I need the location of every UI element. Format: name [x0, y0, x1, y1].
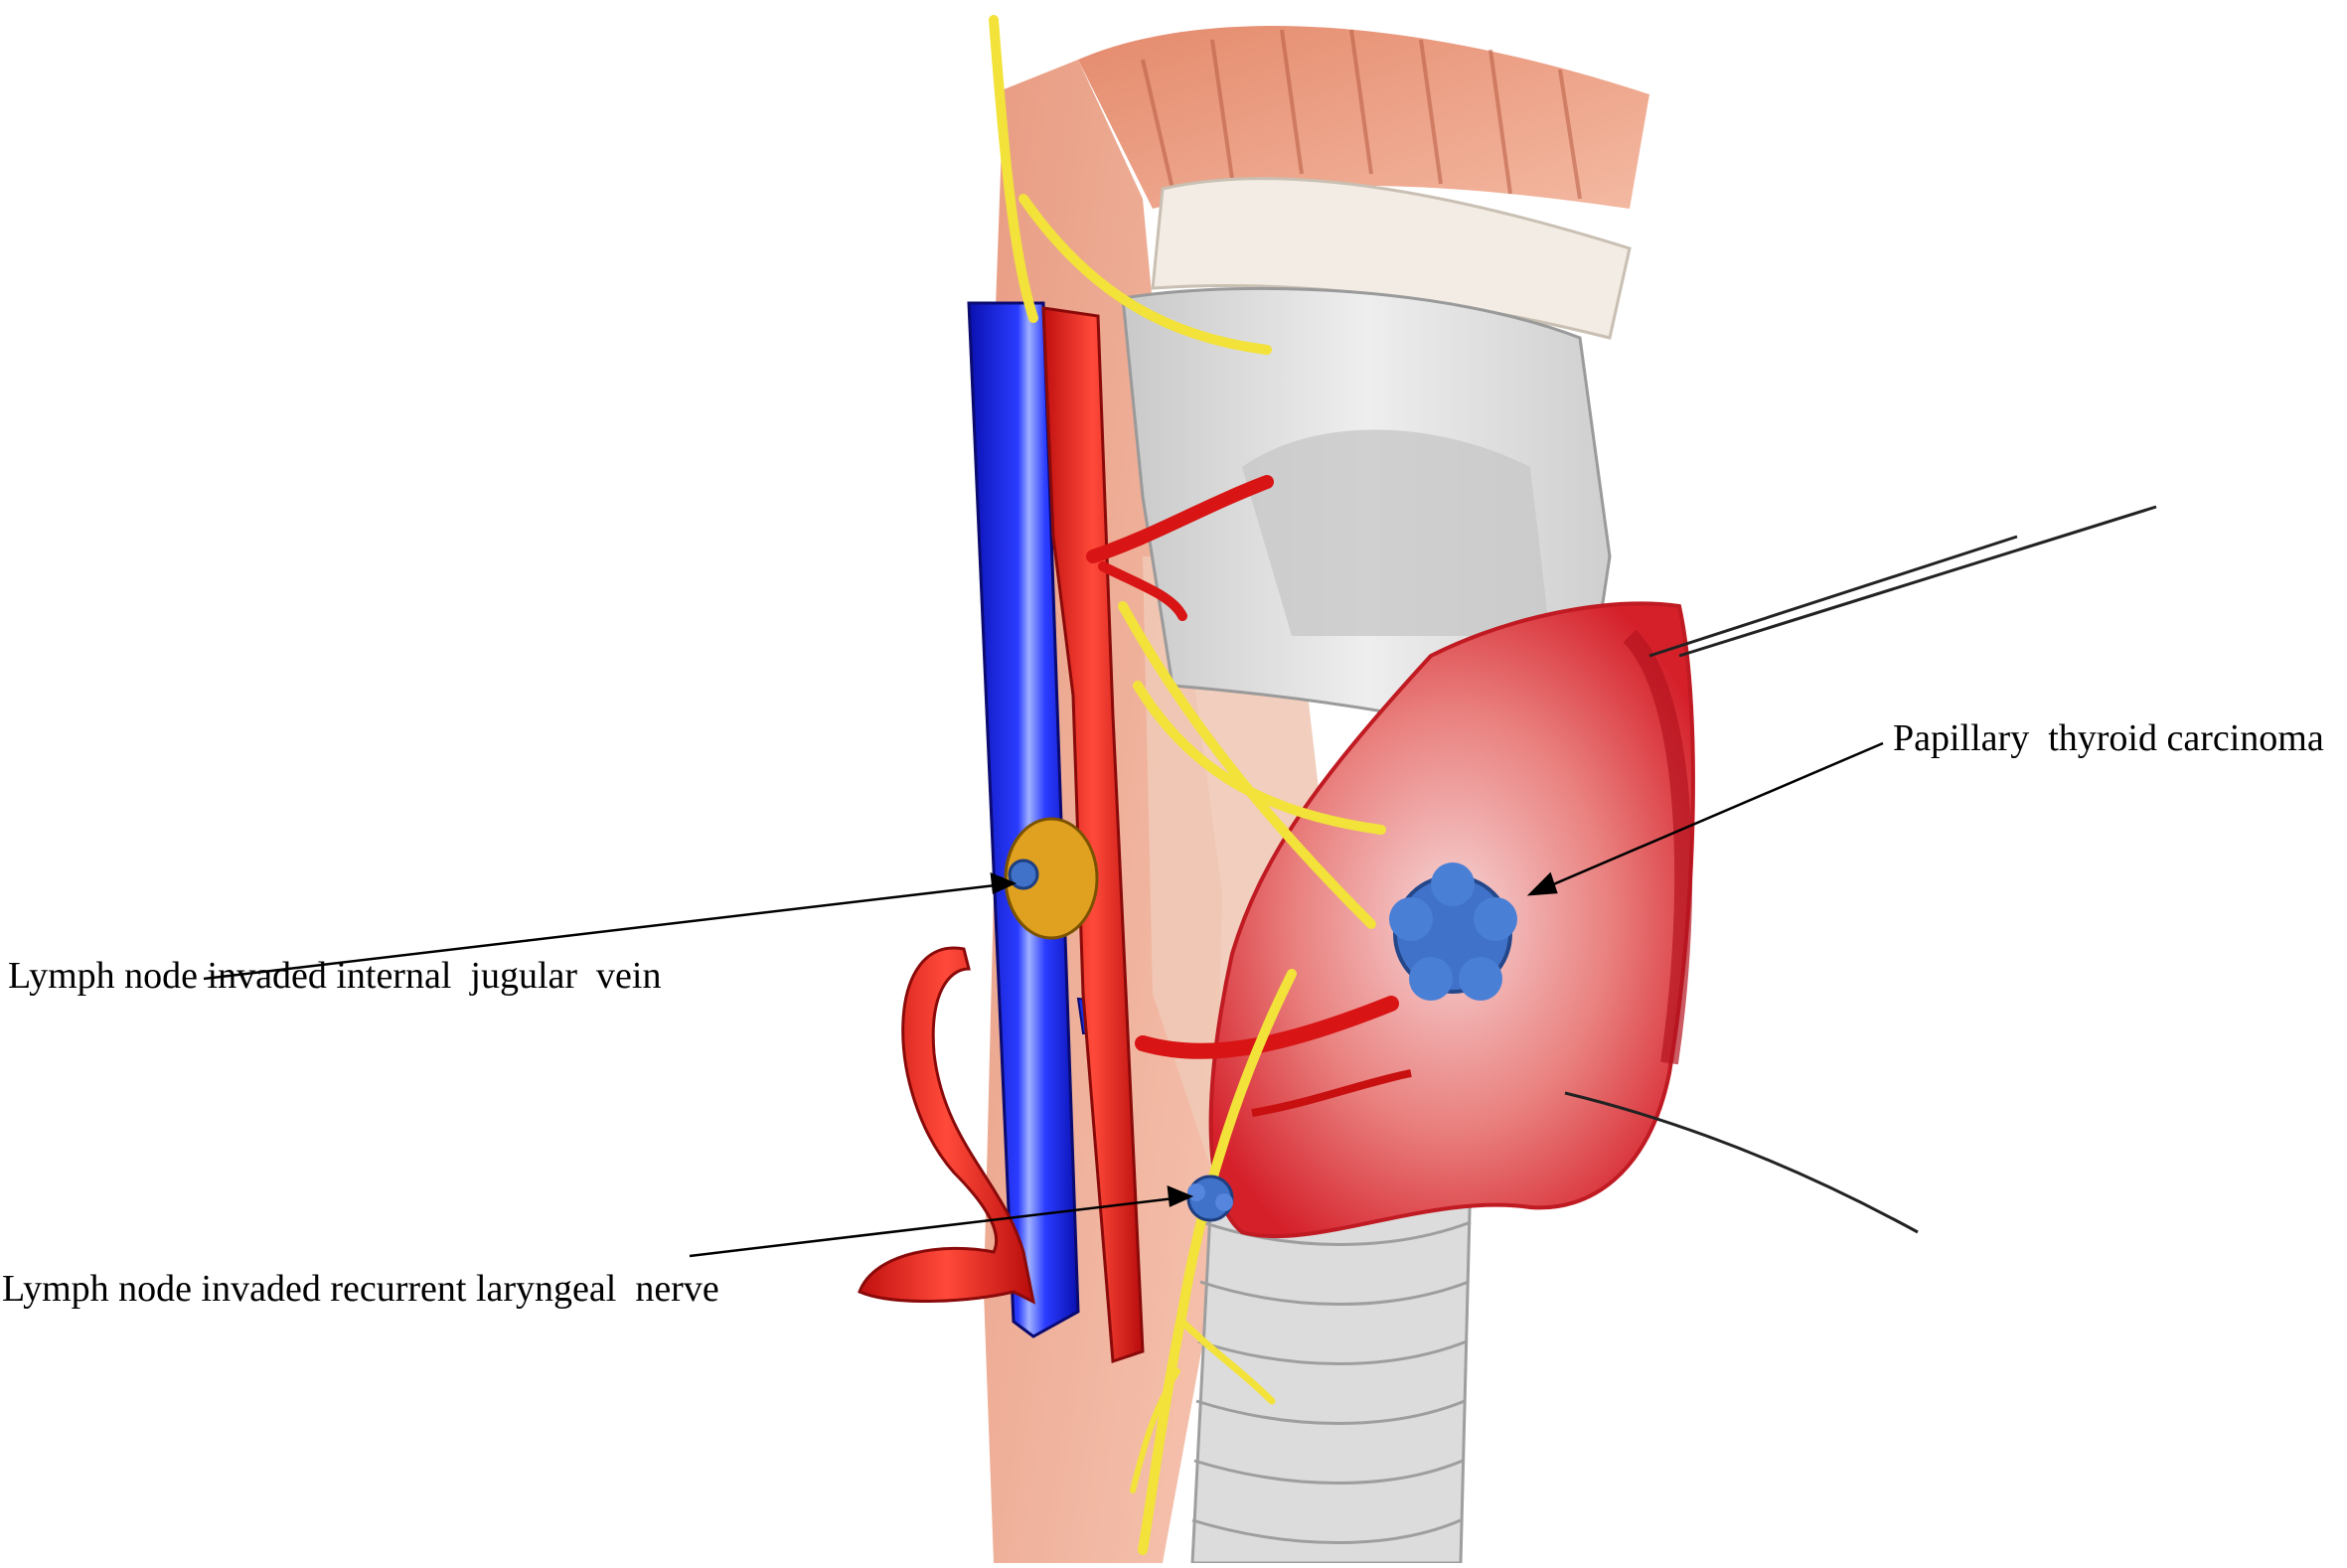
recurrent-laryngeal-nerve	[1138, 969, 1297, 1555]
leader-lines	[203, 741, 1884, 1258]
hyoid-bone	[1151, 177, 1632, 340]
label-lymph-node-ijv: Lymph node invaded internal jugular vein	[8, 955, 662, 997]
papillary-thyroid-carcinoma-tumor	[1389, 862, 1517, 1001]
retractors	[1564, 505, 2157, 1234]
common-carotid-artery	[1041, 306, 1145, 1364]
nerves	[989, 15, 1386, 1555]
lymph-node-rln	[1186, 1175, 1234, 1222]
label-papillary-thyroid-carcinoma: Papillary thyroid carcinoma	[1893, 717, 2324, 759]
trachea	[1190, 1171, 1473, 1565]
superior-thyroid-artery	[1086, 475, 1274, 563]
lymph-node-ijv	[1004, 817, 1099, 940]
subclavian-artery	[858, 946, 1036, 1305]
label-lymph-node-rln: Lymph node invaded recurrent laryngeal n…	[2, 1268, 719, 1310]
